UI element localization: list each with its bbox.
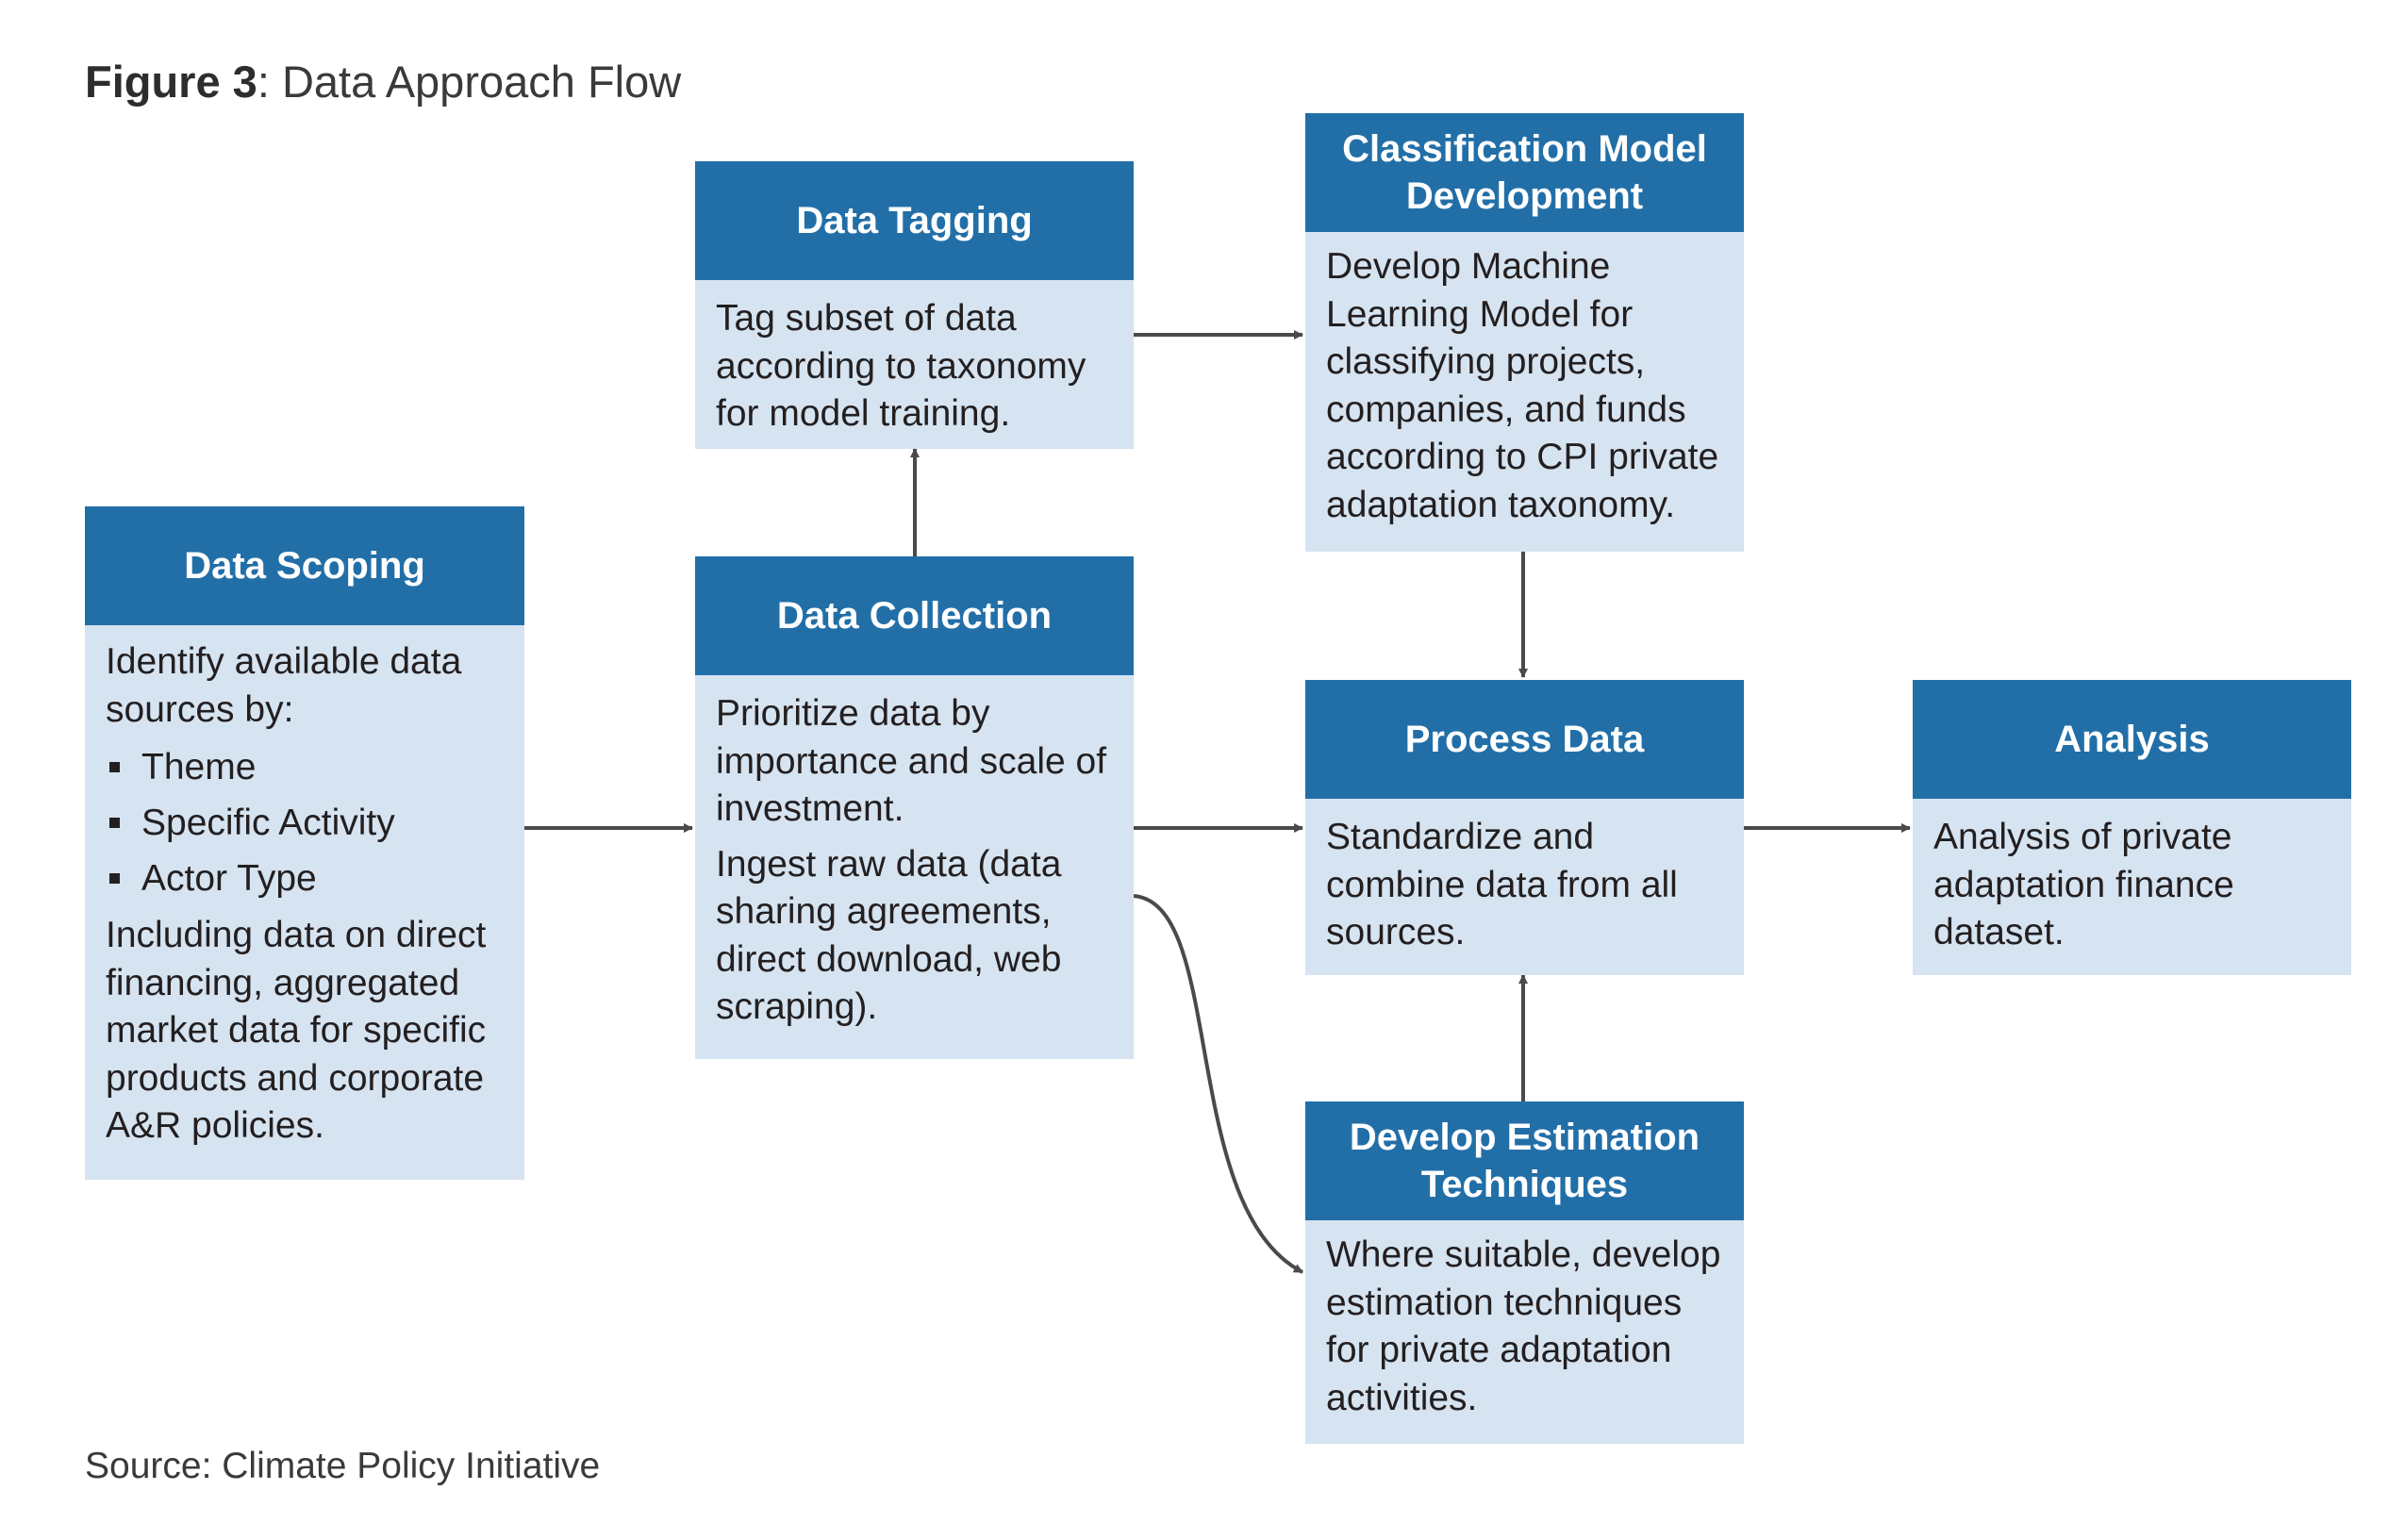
node-title: Data Scoping bbox=[184, 545, 425, 587]
list-item-label: Actor Type bbox=[141, 858, 317, 899]
node-text: Analysis of private adaptation finance d… bbox=[1933, 817, 2234, 952]
node-body: Develop Machine Learning Model for class… bbox=[1305, 232, 1744, 544]
node-text: Standardize and combine data from all so… bbox=[1326, 817, 1678, 952]
node-title: Process Data bbox=[1404, 719, 1645, 760]
node-analysis: Analysis Analysis of private adaptation … bbox=[1913, 680, 2351, 975]
node-classification-model: Classification Model Development Develop… bbox=[1305, 113, 1744, 552]
node-data-scoping: Data Scoping Identify available data sou… bbox=[85, 506, 524, 1180]
node-text: Ingest raw data (data sharing agreements… bbox=[716, 843, 1062, 1028]
list-item-label: Specific Activity bbox=[141, 803, 395, 843]
node-title: Analysis bbox=[2054, 719, 2210, 760]
node-header: Develop Estimation Techniques bbox=[1305, 1101, 1744, 1220]
node-header: Process Data bbox=[1305, 680, 1744, 799]
node-data-collection: Data Collection Prioritize data by impor… bbox=[695, 556, 1134, 1059]
node-title: Classification Model Development bbox=[1342, 128, 1707, 217]
node-body: Tag subset of data according to taxonomy… bbox=[695, 280, 1134, 454]
node-text: Prioritize data by importance and scale … bbox=[716, 693, 1107, 829]
arrow-collection-to-estimation bbox=[1133, 894, 1303, 1274]
node-header: Data Scoping bbox=[85, 506, 524, 625]
figure-title: Figure 3: Data Approach Flow bbox=[85, 49, 681, 115]
node-title: Data Collection bbox=[776, 595, 1053, 637]
list-item: Actor Type bbox=[106, 851, 506, 906]
node-body: Analysis of private adaptation finance d… bbox=[1913, 799, 2351, 972]
node-header: Classification Model Development bbox=[1305, 113, 1744, 232]
figure-title-text: : Data Approach Flow bbox=[257, 57, 682, 107]
node-body: Prioritize data by importance and scale … bbox=[695, 675, 1134, 1047]
node-body: Where suitable, develop estimation techn… bbox=[1305, 1220, 1744, 1437]
node-title: Develop Estimation Techniques bbox=[1349, 1117, 1700, 1205]
figure-source: Source: Climate Policy Initiative bbox=[85, 1446, 601, 1486]
bullet-list: Theme Specific Activity Actor Type bbox=[106, 739, 506, 906]
list-item: Specific Activity bbox=[106, 795, 506, 851]
node-estimation-techniques: Develop Estimation Techniques Where suit… bbox=[1305, 1101, 1744, 1444]
list-item-label: Theme bbox=[141, 747, 257, 787]
node-data-tagging: Data Tagging Tag subset of data accordin… bbox=[695, 161, 1134, 449]
figure-label: Figure 3 bbox=[85, 57, 257, 107]
bullet-icon bbox=[109, 818, 120, 828]
bullet-icon bbox=[109, 762, 120, 772]
node-text: Including data on direct financing, aggr… bbox=[106, 915, 487, 1146]
node-text: Identify available data sources by: bbox=[106, 641, 462, 730]
node-header: Data Tagging bbox=[695, 161, 1134, 280]
node-text: Where suitable, develop estimation techn… bbox=[1326, 1234, 1721, 1418]
node-body: Identify available data sources by: Them… bbox=[85, 625, 524, 1166]
node-text: Develop Machine Learning Model for class… bbox=[1326, 246, 1719, 525]
node-title: Data Tagging bbox=[796, 200, 1033, 241]
node-process-data: Process Data Standardize and combine dat… bbox=[1305, 680, 1744, 975]
node-text: Tag subset of data according to taxonomy… bbox=[716, 298, 1086, 434]
node-header: Analysis bbox=[1913, 680, 2351, 799]
bullet-icon bbox=[109, 873, 120, 884]
list-item: Theme bbox=[106, 739, 506, 795]
node-header: Data Collection bbox=[695, 556, 1134, 675]
node-body: Standardize and combine data from all so… bbox=[1305, 799, 1744, 972]
